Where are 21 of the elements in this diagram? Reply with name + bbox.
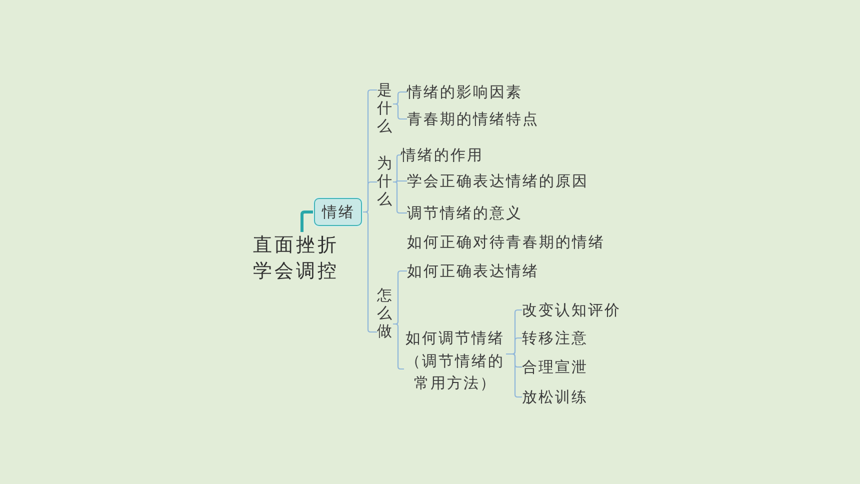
subtopic-text: 转移注意 xyxy=(522,329,588,347)
subtopic-text: 情绪的作用 xyxy=(401,146,484,164)
branch-label: 为什么 xyxy=(377,154,393,208)
connector-line xyxy=(300,210,314,232)
branch-label: 是什么 xyxy=(377,81,393,135)
branch-label: 怎么做 xyxy=(377,286,393,340)
connector-line xyxy=(393,154,401,183)
subtopic-text: 放松训练 xyxy=(522,388,588,406)
subtopic-text: 学会正确表达情绪的原因 xyxy=(407,172,588,190)
central-topic: 直面挫折学会调控 xyxy=(253,232,347,284)
subtopic-text: 如何正确对待青春期的情绪 xyxy=(407,233,605,251)
subtopic-text: 如何调节情绪（调节情绪的常用方法） xyxy=(404,327,506,394)
subtopic-text: 合理宣泄 xyxy=(522,358,588,376)
subtopic-text: 青春期的情绪特点 xyxy=(407,110,539,128)
subtopic-text: 如何正确表达情绪 xyxy=(407,262,539,280)
topic-box: 情绪 xyxy=(314,198,362,226)
connector-line xyxy=(393,103,407,120)
subtopic-text: 改变认知评价 xyxy=(522,301,621,319)
connector-line xyxy=(362,211,377,333)
subtopic-text: 情绪的影响因素 xyxy=(407,83,522,101)
subtopic-text: 调节情绪的意义 xyxy=(407,204,522,222)
